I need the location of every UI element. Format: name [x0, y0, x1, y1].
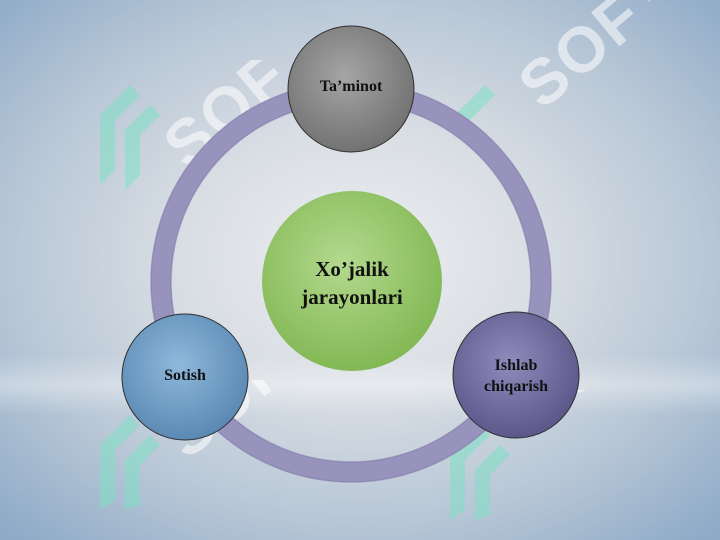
- node-sotish: [121, 313, 249, 441]
- node-ishlab-label-line2: chiqarish: [483, 378, 548, 395]
- node-ishlab-label-line1: Ishlab: [494, 357, 538, 374]
- node-ishlab-label: Ishlab chiqarish: [456, 355, 576, 397]
- center-label: Xo’jalik jarayonlari: [262, 255, 442, 311]
- node-sotish-label: Sotish: [164, 367, 206, 384]
- node-taminot: [287, 25, 415, 153]
- center-label-line1: Xo’jalik: [315, 257, 389, 281]
- node-taminot-label: Ta’minot: [319, 78, 383, 95]
- node-ishlab-chiqarish: [452, 311, 580, 439]
- center-circle: [262, 191, 442, 371]
- center-label-line2: jarayonlari: [301, 285, 403, 309]
